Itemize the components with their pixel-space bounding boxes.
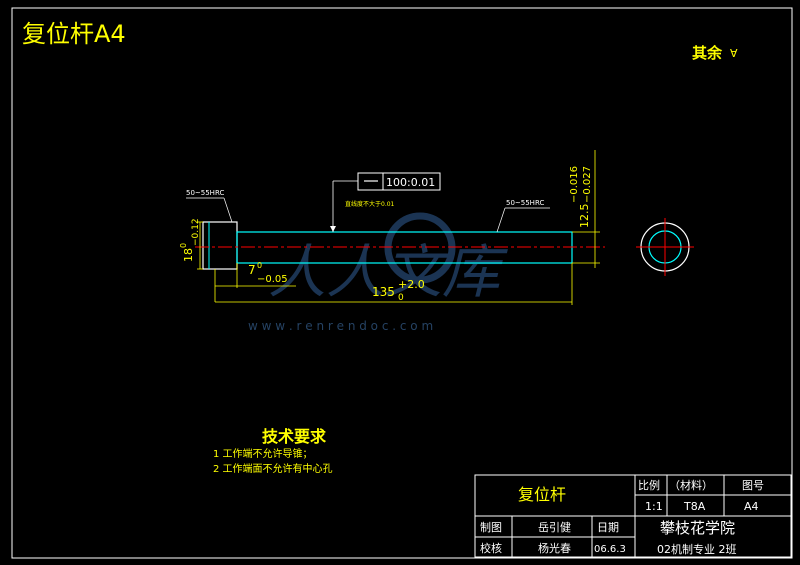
head-dia-lower: −0.12: [191, 218, 201, 246]
part-view: 18 0 −0.12 50~55HRC 50~55HRC 100:0.01 直线…: [179, 150, 605, 305]
drawing-no-value: A4: [744, 500, 759, 513]
total-len-lower: 0: [398, 293, 404, 303]
shaft-dia-main: 12.5: [578, 204, 591, 229]
shaft-hardness-leader: [496, 207, 506, 233]
drawn-name: 岳引健: [538, 520, 571, 534]
head-outline: [202, 221, 238, 270]
shaft-dia-upper: −0.016: [569, 166, 580, 203]
head-dia-main: 18: [182, 248, 195, 262]
head-hardness-leader: [223, 197, 233, 223]
scale-value: 1:1: [645, 500, 663, 513]
material-value: T8A: [683, 500, 706, 513]
total-len-upper: +2.0: [398, 278, 425, 291]
requirement-item-2: 2 工作端面不允许有中心孔: [213, 462, 333, 475]
date-label: 日期: [597, 521, 619, 534]
head-hardness-label: 50~55HRC: [186, 189, 224, 197]
drawing-no-label: 图号: [742, 479, 764, 492]
title-block: [474, 474, 792, 558]
head-len-upper: 0: [257, 261, 262, 270]
surface-note: 其余: [692, 44, 723, 62]
watermark-text: 人人文库: [268, 238, 508, 306]
head-dia-upper: 0: [179, 243, 188, 248]
corner-title: 复位杆A4: [22, 20, 126, 48]
checked-label: 校核: [480, 541, 502, 555]
surface-roughness-icon: ∀: [730, 47, 738, 60]
watermark-logo-icon: [384, 212, 456, 284]
tolerance-frame: [357, 172, 441, 191]
drawn-label: 制图: [480, 521, 502, 534]
date-value: 06.6.3: [594, 544, 626, 555]
checked-name: 杨光春: [538, 541, 571, 555]
tolerance-value: 100:0.01: [386, 176, 435, 189]
end-view: [636, 218, 694, 276]
head-len-lower: −0.05: [257, 274, 288, 285]
shaft-hardness-label: 50~55HRC: [506, 199, 544, 207]
part-name: 复位杆: [518, 485, 566, 504]
total-len-main: 135: [372, 285, 395, 299]
requirements-title: 技术要求: [262, 427, 327, 446]
watermark: 人人文库 w w w . r e n r e n d o c . c o m: [248, 212, 508, 333]
material-label: （材料）: [669, 478, 713, 492]
shaft-dia-lower: −0.027: [582, 166, 593, 203]
requirement-item-1: 1 工作端不允许导锥；: [213, 447, 313, 460]
scale-label: 比例: [638, 478, 660, 492]
head-len-main: 7: [248, 263, 256, 277]
school-name: 攀枝花学院: [660, 519, 735, 537]
straightness-note: 直线度不大于0.01: [345, 200, 395, 208]
drawing-frame: [11, 7, 793, 559]
watermark-url: w w w . r e n r e n d o c . c o m: [248, 319, 433, 333]
class-info: 02机制专业 2班: [657, 542, 737, 556]
